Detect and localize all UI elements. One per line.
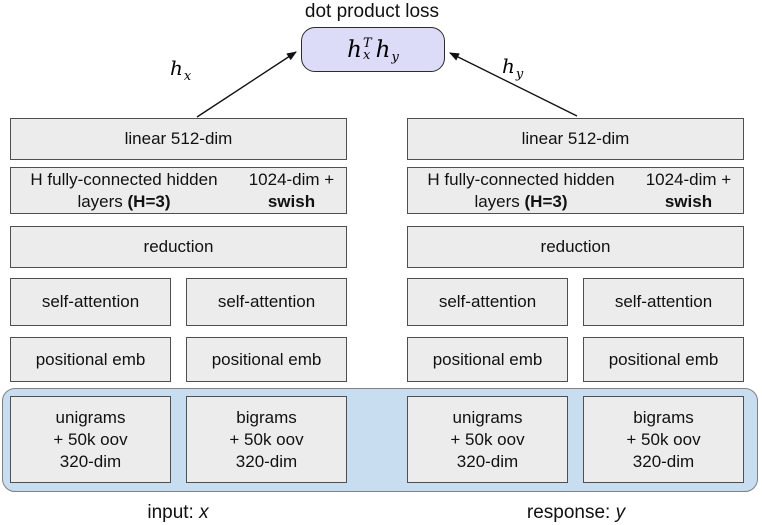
hidden-line2: 1024-dim + swish xyxy=(237,169,346,213)
input-reduction-box: reduction xyxy=(10,226,347,268)
response-positional-emb-bigram-box: positional emb xyxy=(583,337,744,382)
response-positional-emb-unigram-box: positional emb xyxy=(407,337,568,382)
unigrams-line3: 320-dim xyxy=(59,451,122,471)
response-linear-box: linear 512-dim xyxy=(407,118,744,160)
hidden-line2-text: 1024-dim + xyxy=(248,169,335,189)
input-bigrams-box: bigrams + 50k oov 320-dim xyxy=(186,396,347,483)
input-encoder: linear 512-dim H fully-connected hidden … xyxy=(10,118,347,488)
hidden-line2-text: 1024-dim + xyxy=(645,169,732,189)
response-hidden-layers-box: H fully-connected hidden layers (H=3) 10… xyxy=(407,167,744,214)
hx-sub: x xyxy=(183,69,192,84)
hx-base: h xyxy=(170,56,183,80)
unigrams-line3: 320-dim xyxy=(456,451,519,471)
input-positional-emb-unigram-box: positional emb xyxy=(10,337,171,382)
response-self-attention-bigram-box: self-attention xyxy=(583,278,744,326)
input-linear-box: linear 512-dim xyxy=(10,118,347,160)
hidden-line2-bold: swish xyxy=(267,191,316,211)
hidden-line1: H fully-connected hidden layers (H=3) xyxy=(11,169,237,213)
input-self-attention-unigram-box: self-attention xyxy=(10,278,171,326)
formula-sup-T: T xyxy=(362,35,372,51)
hidden-line2-bold: swish xyxy=(664,191,713,211)
bigrams-line3: 320-dim xyxy=(632,451,695,471)
response-unigrams-box: unigrams + 50k oov 320-dim xyxy=(407,396,568,483)
input-self-attention-bigram-box: self-attention xyxy=(186,278,347,326)
response-caption-var: y xyxy=(615,502,626,523)
response-bigrams-box: bigrams + 50k oov 320-dim xyxy=(583,396,744,483)
unigrams-line2: + 50k oov xyxy=(53,429,128,449)
input-unigrams-box: unigrams + 50k oov 320-dim xyxy=(10,396,171,483)
input-caption: input: x xyxy=(68,502,288,524)
diagram-title: dot product loss xyxy=(304,1,440,22)
unigrams-line1: unigrams xyxy=(452,407,523,427)
response-caption-text: response: xyxy=(526,502,616,523)
hidden-line1-text: H fully-connected hidden layers xyxy=(427,169,615,211)
bigrams-line2: + 50k oov xyxy=(626,429,701,449)
formula-sub-y: y xyxy=(391,50,399,65)
input-positional-emb-bigram-box: positional emb xyxy=(186,337,347,382)
formula-scripts: T x xyxy=(362,35,372,63)
bigrams-line1: bigrams xyxy=(633,407,694,427)
hidden-line1: H fully-connected hidden layers (H=3) xyxy=(408,169,634,213)
response-self-attention-unigram-box: self-attention xyxy=(407,278,568,326)
hy-sub: y xyxy=(515,67,524,82)
response-encoder: linear 512-dim H fully-connected hidden … xyxy=(407,118,744,488)
hidden-line1-text: H fully-connected hidden layers xyxy=(30,169,218,211)
input-caption-text: input: xyxy=(147,502,200,523)
bigrams-line1: bigrams xyxy=(236,407,297,427)
dot-product-loss-node: h T x h y xyxy=(301,27,445,72)
arrow-hx xyxy=(196,51,297,118)
hy-base: h xyxy=(502,54,515,78)
bigrams-line2: + 50k oov xyxy=(229,429,304,449)
hidden-line1-bold: (H=3) xyxy=(127,191,171,211)
loss-formula: h T x h y xyxy=(302,28,444,71)
formula-h1: h xyxy=(347,36,362,63)
input-hidden-layers-box: H fully-connected hidden layers (H=3) 10… xyxy=(10,167,347,214)
formula-sub-x: x xyxy=(362,47,371,63)
hidden-line2: 1024-dim + swish xyxy=(634,169,743,213)
input-caption-var: x xyxy=(199,502,209,523)
bigrams-line3: 320-dim xyxy=(235,451,298,471)
hy-arrow-label: hy xyxy=(502,54,523,82)
response-caption: response: y xyxy=(466,502,686,524)
unigrams-line1: unigrams xyxy=(55,407,126,427)
response-reduction-box: reduction xyxy=(407,226,744,268)
hidden-line1-bold: (H=3) xyxy=(524,191,568,211)
formula-h2: h xyxy=(375,36,391,63)
unigrams-line2: + 50k oov xyxy=(450,429,525,449)
hx-arrow-label: hx xyxy=(170,56,191,84)
